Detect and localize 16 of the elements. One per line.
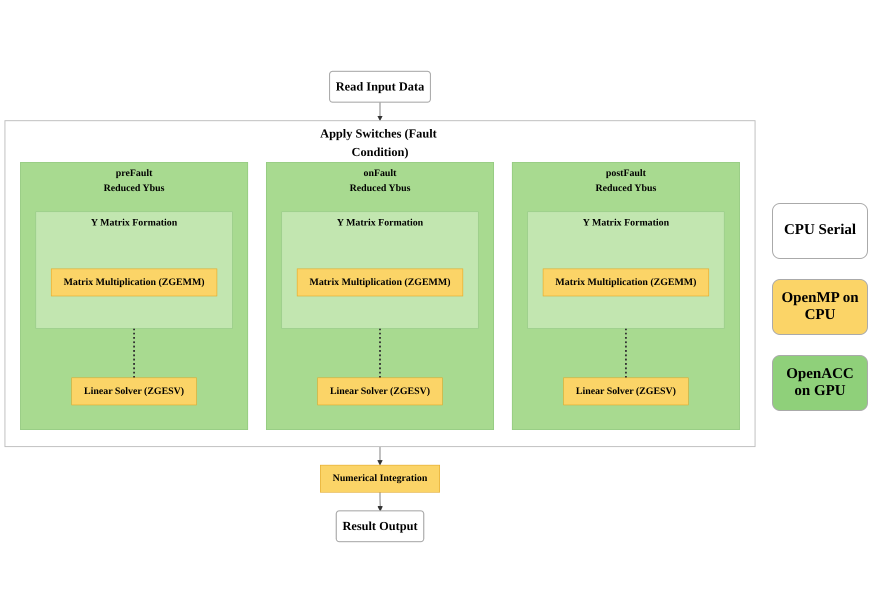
arrow (377, 492, 383, 512)
node-box: Linear Solver (ZGESV) (563, 377, 689, 406)
node-box: Linear Solver (ZGESV) (317, 377, 443, 406)
node-box: Matrix Multiplication (ZGEMM) (50, 268, 218, 296)
legend-swatch: OpenACC on GPU (772, 354, 868, 410)
node-box: Numerical Integration (320, 464, 440, 493)
node-box: Matrix Multiplication (ZGEMM) (542, 268, 710, 296)
connector (625, 328, 627, 378)
connector (379, 328, 381, 378)
legend-swatch: OpenMP on CPU (772, 278, 868, 334)
legend-swatch: CPU Serial (772, 202, 868, 258)
connector (133, 328, 135, 378)
arrow (377, 446, 383, 466)
arrow (377, 102, 383, 121)
node-box: Matrix Multiplication (ZGEMM) (296, 268, 464, 296)
node-box: Linear Solver (ZGESV) (71, 377, 197, 406)
